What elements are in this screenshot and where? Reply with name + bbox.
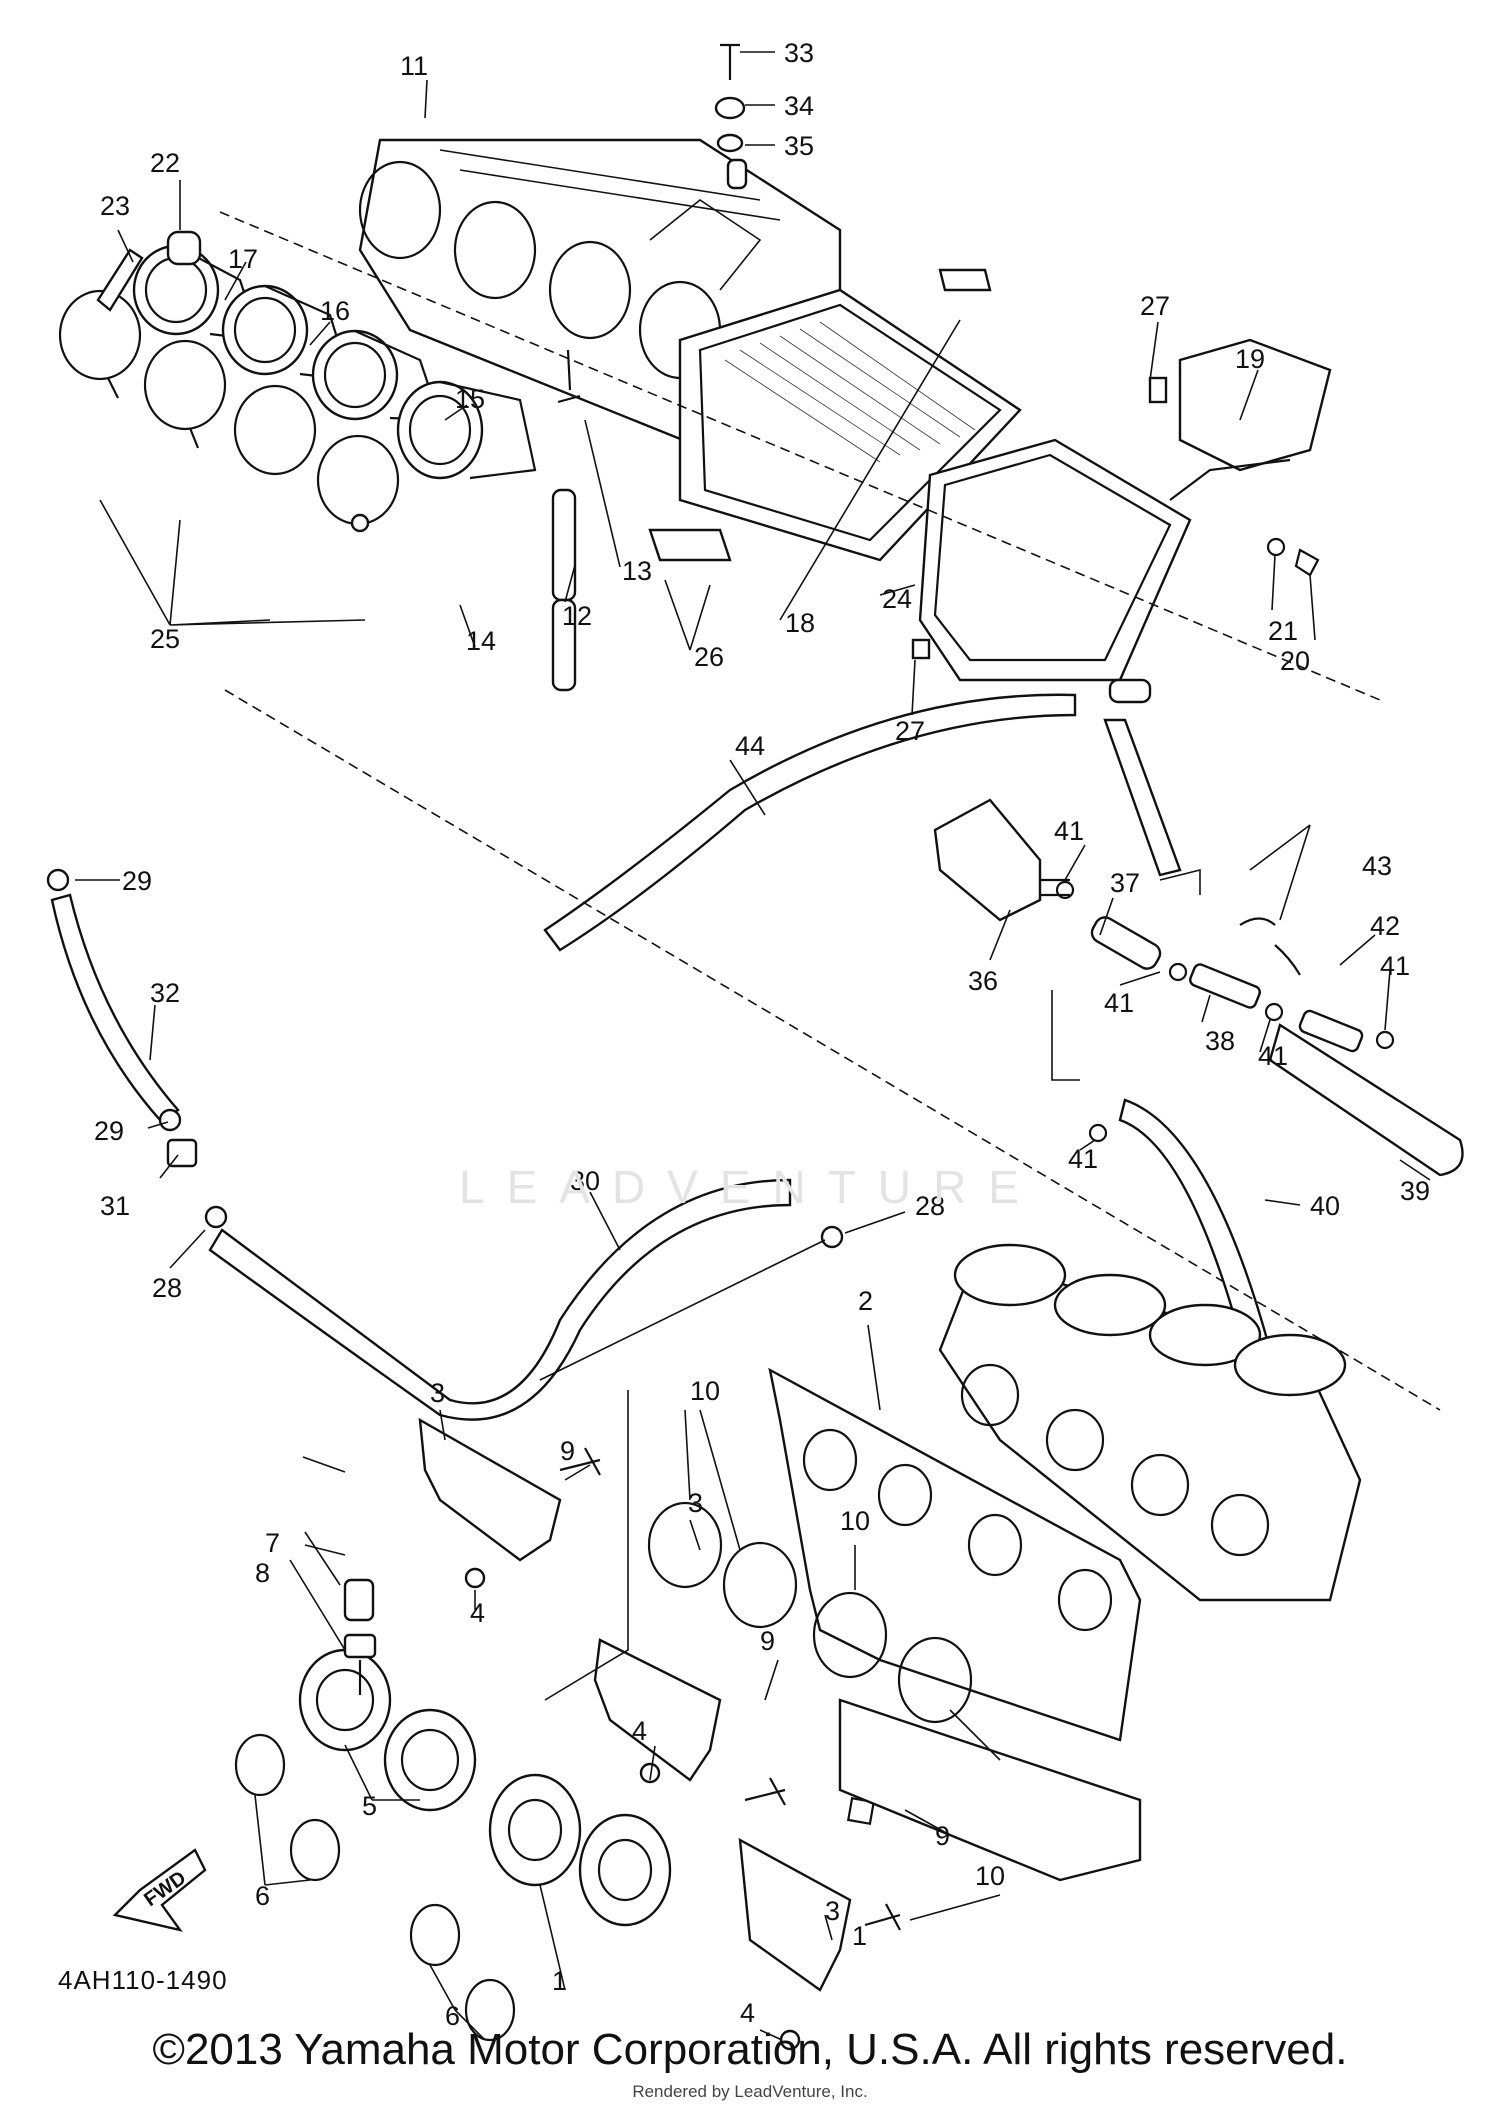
part-number-31: 31 [100, 1191, 130, 1221]
part-number-23: 23 [100, 191, 130, 221]
part-number-5: 5 [362, 1791, 377, 1821]
part-number-41: 41 [1054, 816, 1084, 846]
part-number-4: 4 [632, 1716, 647, 1746]
assembly-lines [219, 211, 1441, 1701]
part-number-10: 10 [690, 1376, 720, 1406]
carburetor-plate [768, 1367, 1142, 1882]
part-number-37: 37 [1110, 868, 1140, 898]
part-number-9: 9 [760, 1626, 775, 1656]
part-number-4: 4 [740, 1998, 755, 2028]
part-number-21: 21 [1268, 616, 1298, 646]
carburetor-joints [132, 244, 537, 480]
part-number-11: 11 [400, 51, 428, 81]
part-number-27: 27 [1140, 291, 1170, 321]
case-cover [911, 338, 1332, 682]
part-number-6: 6 [445, 2001, 460, 2031]
part-number-15: 15 [455, 384, 485, 414]
part-number-43: 43 [1362, 851, 1392, 881]
part-number-40: 40 [1310, 1191, 1340, 1221]
leader-lines [75, 51, 1431, 2041]
part-number-42: 42 [1370, 911, 1400, 941]
small-fittings [96, 43, 746, 692]
part-number-16: 16 [320, 296, 350, 326]
part-number-10: 10 [975, 1861, 1005, 1891]
part-number-29: 29 [94, 1116, 124, 1146]
part-number-1: 1 [552, 1966, 567, 1996]
rendered-by-credit: Rendered by LeadVenture, Inc. [632, 2082, 868, 2101]
part-number-1: 1 [852, 1921, 867, 1951]
part-number-3: 3 [688, 1488, 703, 1518]
part-number-28: 28 [915, 1191, 945, 1221]
part-number-30: 30 [570, 1166, 600, 1196]
part-number-25: 25 [150, 624, 180, 654]
part-number-41: 41 [1380, 951, 1410, 981]
part-number-6: 6 [255, 1881, 270, 1911]
part-number-7: 7 [265, 1528, 280, 1558]
part-number-39: 39 [1400, 1176, 1430, 1206]
part-number-12: 12 [562, 601, 592, 631]
part-number-29: 29 [122, 866, 152, 896]
part-number-3: 3 [825, 1896, 840, 1926]
part-number-3: 3 [430, 1378, 445, 1408]
part-number-35: 35 [784, 131, 814, 161]
intake-joints [234, 1578, 672, 2042]
part-number-2: 2 [858, 1286, 873, 1316]
part-number-20: 20 [1280, 646, 1310, 676]
hose-clamps-25 [58, 289, 400, 533]
part-number-34: 34 [784, 91, 814, 121]
carburetor-assembly [938, 1243, 1362, 1602]
part-number-32: 32 [150, 978, 180, 1008]
part-number-36: 36 [968, 966, 998, 996]
part-number-28: 28 [152, 1273, 182, 1303]
part-number-10: 10 [840, 1506, 870, 1536]
part-number-labels: 1123334445667899910101011121314151617181… [94, 38, 1430, 2031]
part-number-4: 4 [470, 1598, 485, 1628]
hose-joints [46, 868, 844, 1249]
part-number-41: 41 [1104, 988, 1134, 1018]
part-number-9: 9 [935, 1821, 950, 1851]
part-number-38: 38 [1205, 1026, 1235, 1056]
hose-clamps-10 [647, 1501, 973, 1724]
part-number-22: 22 [150, 148, 180, 178]
forward-arrow-icon: FWD [112, 1848, 207, 1932]
part-number-9: 9 [560, 1436, 575, 1466]
part-number-14: 14 [466, 626, 496, 656]
air-cut-valve [933, 798, 1395, 1143]
part-number-24: 24 [882, 584, 912, 614]
part-number-19: 19 [1235, 344, 1265, 374]
part-number-26: 26 [694, 642, 724, 672]
diagram-code: 4AH110-1490 [58, 1965, 228, 1995]
part-number-17: 17 [228, 244, 258, 274]
part-number-27: 27 [895, 716, 925, 746]
part-number-41: 41 [1258, 1041, 1288, 1071]
hoses [50, 678, 1464, 1421]
part-number-44: 44 [735, 731, 765, 761]
brackets [418, 1417, 901, 2051]
part-number-41: 41 [1068, 1144, 1098, 1174]
part-number-33: 33 [784, 38, 814, 68]
watermark: LEADVENTURE [459, 1161, 1041, 1213]
part-number-13: 13 [622, 556, 652, 586]
part-number-18: 18 [785, 608, 815, 638]
copyright-notice: ©2013 Yamaha Motor Corporation, U.S.A. A… [152, 2025, 1348, 2074]
part-number-8: 8 [255, 1558, 270, 1588]
